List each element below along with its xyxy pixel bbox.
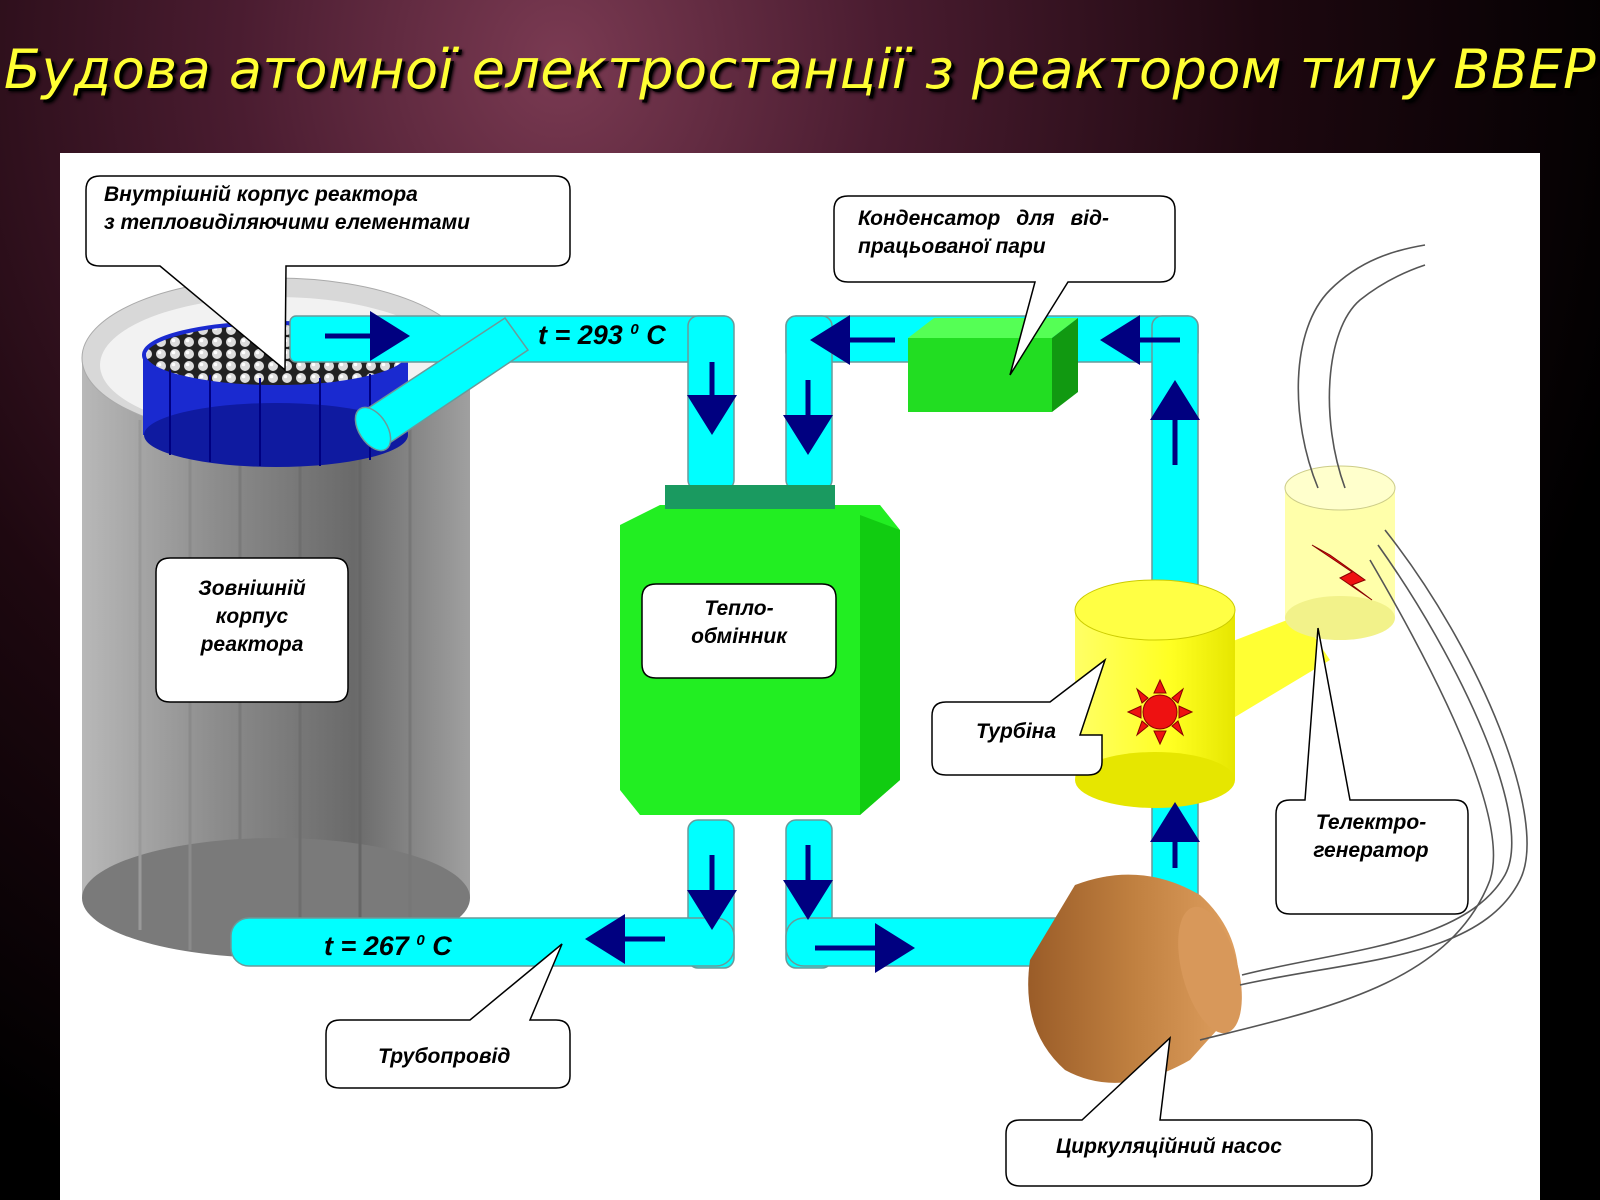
temperature-hot-value: t = 293	[538, 320, 623, 350]
plant-diagram	[81, 175, 1528, 1187]
label-generator-line1: Телектро-	[1315, 811, 1427, 834]
callout-generator	[1275, 627, 1469, 915]
label-heat-exchanger-line2: обмінник	[691, 625, 787, 648]
diagram-canvas: Внутрішній корпус реактора з тепловиділя…	[60, 153, 1540, 1200]
label-condenser: Конденсатор для від- працьованої пари	[858, 205, 1188, 261]
callout-pipeline	[325, 943, 571, 1089]
label-inner-vessel-line1: Внутрішній корпус реактора	[104, 183, 418, 206]
flow-arrows	[325, 311, 1200, 973]
callout-condenser	[833, 195, 1176, 376]
condenser	[908, 318, 1078, 412]
callout-pump	[1005, 1036, 1373, 1187]
temperature-cold-value: t = 267	[324, 931, 409, 961]
label-inner-vessel-line2: з тепловиділяючими елементами	[104, 211, 470, 234]
label-pump: Циркуляційний насос	[1056, 1135, 1282, 1158]
sun-icon	[1126, 678, 1194, 746]
callout-inner-vessel	[85, 175, 571, 372]
label-generator: Телектро- генератор	[1286, 809, 1456, 865]
label-heat-exchanger: Тепло- обмінник	[644, 595, 834, 651]
slide-title: Будова атомної електростанції з реакторо…	[3, 38, 1597, 101]
temperature-cold-unit: C	[432, 931, 452, 961]
turbine	[1074, 579, 1236, 808]
label-outer-vessel-line3: реактора	[200, 633, 304, 656]
callout-turbine	[931, 657, 1107, 776]
label-condenser-line1: Конденсатор для від-	[858, 207, 1109, 230]
label-turbine: Турбіна	[976, 720, 1057, 743]
label-outer-vessel: Зовнішній корпус реактора	[158, 575, 346, 659]
label-pipeline: Трубопровід	[378, 1045, 511, 1068]
temperature-cold: t = 267 0 C	[324, 931, 452, 962]
generator	[1210, 465, 1396, 720]
label-outer-vessel-line2: корпус	[215, 605, 289, 628]
temperature-hot-unit: C	[646, 320, 666, 350]
label-condenser-line2: працьованої пари	[858, 235, 1046, 258]
callout-outer-vessel	[155, 557, 349, 703]
electric-wires	[1199, 244, 1528, 1041]
label-outer-vessel-line1: Зовнішній	[198, 577, 306, 600]
circulation-pump	[1028, 874, 1242, 1083]
label-heat-exchanger-line1: Тепло-	[704, 597, 774, 620]
temperature-hot: t = 293 0 C	[538, 320, 666, 351]
temperature-hot-degree: 0	[630, 321, 639, 338]
temperature-cold-degree: 0	[416, 932, 425, 949]
label-generator-line2: генератор	[1313, 839, 1429, 862]
callout-shapes	[85, 175, 1469, 1187]
callout-heat-exchanger	[641, 583, 837, 679]
label-inner-vessel: Внутрішній корпус реактора з тепловиділя…	[104, 181, 574, 237]
